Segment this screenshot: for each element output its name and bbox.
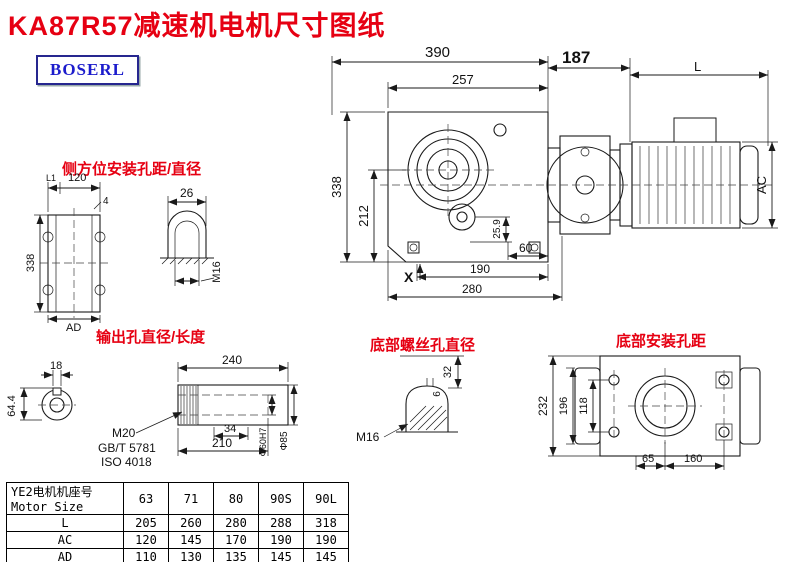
dim-60H7: Φ60H7 — [258, 428, 268, 457]
spec-iso: ISO 4018 — [101, 455, 152, 469]
table-cell: 170 — [213, 531, 259, 549]
table-cell: 318 — [303, 514, 349, 532]
marker-X: X — [404, 269, 414, 285]
table-cell: 205 — [123, 514, 169, 532]
dim-390: 390 — [425, 44, 450, 61]
label-side-mounting: 侧方位安装孔距/直径 — [62, 161, 202, 178]
table-header-size-71: 71 — [168, 482, 214, 515]
dim-6: 6 — [432, 391, 443, 397]
output-shaft-view: 18 64.4 240 34 — [6, 353, 298, 469]
bottom-mount-view: 232 196 118 65 160 — [536, 355, 761, 470]
page-title: KA87R57减速机电机尺寸图纸 — [8, 11, 386, 41]
label-output-hole: 输出孔直径/长度 — [96, 329, 206, 346]
dim-M20: M20 — [112, 426, 136, 440]
table-header-size-80: 80 — [213, 482, 259, 515]
brand-logo-text: BOSERL — [50, 60, 125, 79]
main-view: 390 257 187 L 338 212 25 — [329, 44, 778, 301]
dim-AC: AC — [754, 176, 769, 194]
label-bottom-screw: 底部螺丝孔直径 — [370, 337, 476, 354]
table-header-size-90L: 90L — [303, 482, 349, 515]
dim-L1: L1 — [46, 173, 56, 183]
dim-160: 160 — [684, 453, 702, 465]
dim-190: 190 — [470, 262, 490, 276]
dim-338-main: 338 — [329, 176, 344, 198]
table-cell: 145 — [258, 548, 304, 562]
dim-64-4: 64.4 — [6, 395, 18, 416]
table-header-cn: YE2电机机座号 — [11, 485, 93, 499]
dim-196: 196 — [558, 397, 570, 415]
dim-L: L — [694, 59, 701, 74]
dim-232: 232 — [536, 396, 550, 416]
table-cell: 190 — [258, 531, 304, 549]
table-cell: 280 — [213, 514, 259, 532]
dim-18: 18 — [50, 360, 62, 372]
spec-gb: GB/T 5781 — [98, 441, 156, 455]
side-mount-view: L1 120 4 338 AD — [25, 172, 223, 334]
dim-M16-screw: M16 — [356, 430, 380, 444]
table-cell: 110 — [123, 548, 169, 562]
table-cell: 135 — [213, 548, 259, 562]
motor-size-table: YE2电机机座号 Motor Size 63 71 80 90S 90L L 2… — [6, 482, 349, 562]
dim-118: 118 — [578, 397, 590, 415]
dim-25-9: 25.9 — [492, 219, 503, 239]
dim-210: 210 — [212, 436, 232, 450]
table-cell: 130 — [168, 548, 214, 562]
table-cell: 120 — [123, 531, 169, 549]
dim-280: 280 — [462, 282, 482, 296]
table-row-AC: AC 120 145 170 190 190 — [6, 531, 349, 549]
dim-M16-side: M16 — [211, 261, 223, 282]
dim-26: 26 — [180, 186, 194, 200]
dim-4: 4 — [103, 196, 109, 207]
dim-32: 32 — [442, 366, 454, 378]
row-label: AD — [6, 548, 124, 562]
label-bottom-mount: 底部安装孔距 — [616, 333, 707, 350]
table-cell: 260 — [168, 514, 214, 532]
table-row-L: L 205 260 280 288 318 — [6, 514, 349, 532]
table-header-row: YE2电机机座号 Motor Size 63 71 80 90S 90L — [6, 482, 349, 515]
dim-60: 60 — [519, 241, 533, 255]
row-label: AC — [6, 531, 124, 549]
table-header-size-63: 63 — [123, 482, 169, 515]
bottom-screw-view: 32 6 M16 — [356, 355, 464, 444]
table-header-size-90S: 90S — [258, 482, 304, 515]
dim-AD: AD — [66, 322, 81, 334]
table-cell: 145 — [303, 548, 349, 562]
dim-85: Φ85 — [279, 431, 290, 451]
table-cell: 145 — [168, 531, 214, 549]
dim-212: 212 — [356, 205, 371, 227]
dim-65: 65 — [642, 453, 654, 465]
table-cell: 288 — [258, 514, 304, 532]
dim-34: 34 — [224, 423, 236, 435]
brand-logo: BOSERL — [36, 55, 139, 85]
table-cell: 190 — [303, 531, 349, 549]
dim-240: 240 — [222, 353, 242, 367]
table-header-name: YE2电机机座号 Motor Size — [6, 482, 124, 515]
dim-187: 187 — [562, 48, 590, 67]
table-row-AD: AD 110 130 135 145 145 — [6, 548, 349, 562]
row-label: L — [6, 514, 124, 532]
dim-338-side: 338 — [25, 254, 37, 272]
dim-257: 257 — [452, 72, 474, 87]
table-header-en: Motor Size — [11, 500, 84, 514]
dim-120: 120 — [68, 172, 86, 184]
